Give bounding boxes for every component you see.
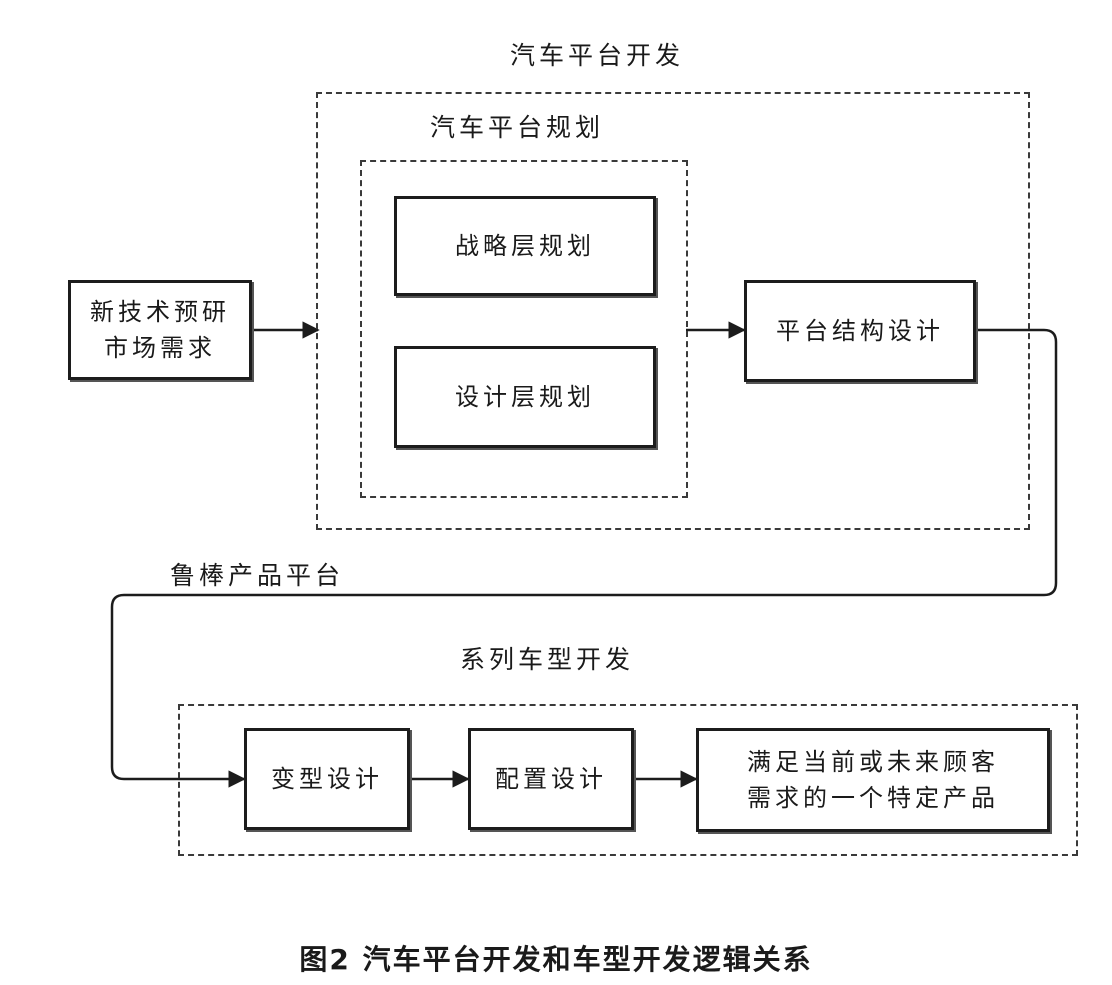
platform-planning-frame xyxy=(360,160,688,498)
robust-platform-label: 鲁棒产品平台 xyxy=(170,561,345,590)
product-line-1: 满足当前或未来顾客 xyxy=(747,748,999,776)
specific-product-box: 满足当前或未来顾客 需求的一个特定产品 xyxy=(696,728,1050,832)
figure-caption: 图2 汽车平台开发和车型开发逻辑关系 xyxy=(299,943,813,976)
variant-design-box: 变型设计 xyxy=(244,728,410,830)
input-box: 新技术预研 市场需求 xyxy=(68,280,252,380)
configuration-design-text: 配置设计 xyxy=(495,765,607,793)
input-line-2: 市场需求 xyxy=(104,334,216,362)
strategy-planning-text: 战略层规划 xyxy=(455,232,595,260)
platform-structure-box: 平台结构设计 xyxy=(744,280,976,382)
product-line-2: 需求的一个特定产品 xyxy=(747,784,999,812)
input-line-1: 新技术预研 xyxy=(90,298,230,326)
design-planning-box: 设计层规划 xyxy=(394,346,656,448)
variant-design-text: 变型设计 xyxy=(271,765,383,793)
configuration-design-box: 配置设计 xyxy=(468,728,634,830)
series-development-frame xyxy=(178,704,1078,856)
connector-structure-to-variant xyxy=(110,328,1058,788)
platform-planning-label: 汽车平台规划 xyxy=(430,113,605,142)
strategy-planning-box: 战略层规划 xyxy=(394,196,656,296)
platform-development-frame xyxy=(316,92,1030,530)
platform-development-label: 汽车平台开发 xyxy=(510,41,685,70)
platform-structure-text: 平台结构设计 xyxy=(776,317,944,345)
series-development-label: 系列车型开发 xyxy=(460,645,635,674)
design-planning-text: 设计层规划 xyxy=(455,383,595,411)
